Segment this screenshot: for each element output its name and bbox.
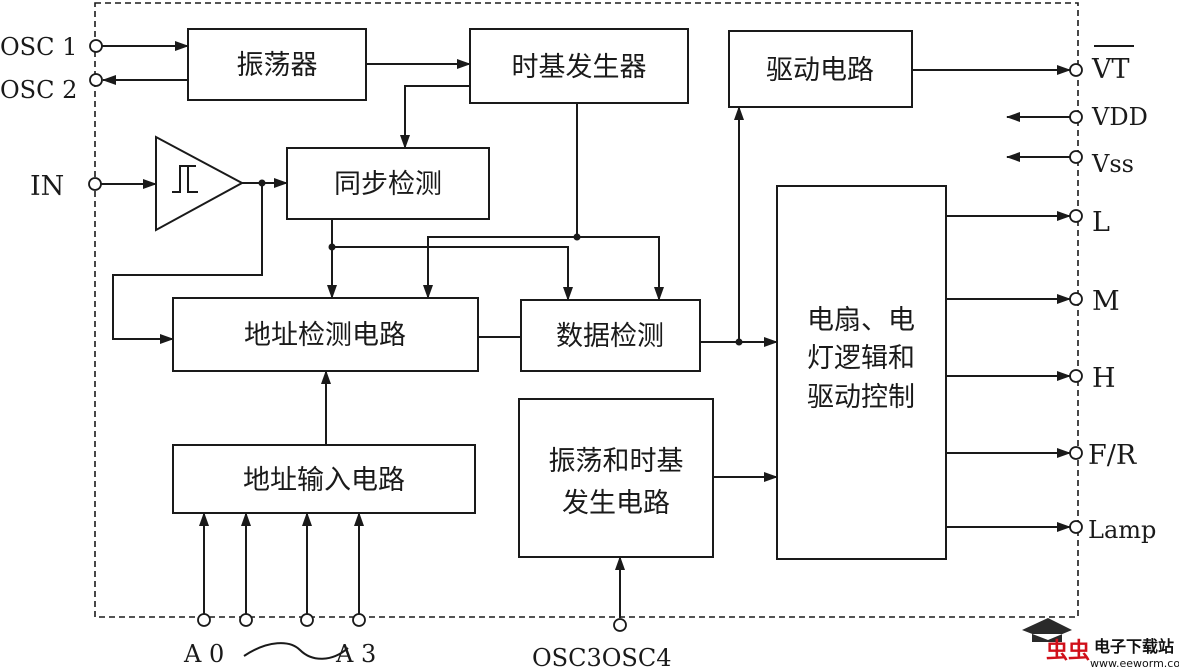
pin-label-lamp: Lamp: [1088, 516, 1156, 544]
pin-circles: [88, 39, 1083, 632]
pin-label-fr: F/R: [1088, 440, 1137, 471]
data-detect-label: 数据检测: [556, 321, 664, 352]
address-input-label: 地址输入电路: [243, 465, 405, 496]
pin-label-osc34: OSC3OSC4: [532, 644, 672, 671]
logic-label-1: 电扇、电: [807, 305, 915, 336]
watermark-logo: 虫虫: [1046, 638, 1090, 664]
logic-label-3: 驱动控制: [807, 382, 915, 413]
watermark-cap-icon: [1022, 618, 1072, 642]
watermark-url: www.eeworm.com: [1090, 657, 1179, 670]
pin-label-a0: A 0: [183, 640, 224, 668]
address-detect-label: 地址检测电路: [244, 320, 406, 351]
logic-control-block: 电扇、电 灯逻辑和 驱动控制: [776, 185, 947, 560]
timebase-block: 时基发生器: [469, 28, 689, 104]
logic-label-2: 灯逻辑和: [807, 343, 915, 374]
address-detect-block: 地址检测电路: [172, 297, 479, 372]
pin-label-vdd: VDD: [1091, 103, 1148, 131]
pin-label-vss: Vss: [1091, 150, 1134, 178]
wires: [101, 41, 1071, 660]
watermark: 虫虫 电子下载站 www.eeworm.com: [1022, 618, 1179, 670]
driver-label: 驱动电路: [766, 55, 874, 86]
oscillator-block: 振荡器: [187, 28, 367, 101]
pin-label-in: IN: [30, 171, 64, 202]
driver-block: 驱动电路: [728, 30, 913, 108]
pin-label-a3: A 3: [335, 640, 376, 668]
sync-detect-block: 同步检测: [286, 147, 490, 220]
schmitt-trigger-symbol: [155, 135, 245, 232]
data-detect-block: 数据检测: [520, 299, 701, 372]
junction-dots: [258, 179, 743, 346]
timebase-label: 时基发生器: [512, 52, 647, 83]
pin-label-osc2: OSC 2: [0, 76, 77, 104]
osc-timebase-block: 振荡和时基 发生电路: [518, 398, 714, 558]
pin-label-h: H: [1092, 363, 1116, 394]
address-input-block: 地址输入电路: [172, 444, 476, 514]
osc-timebase-label-2: 发生电路: [562, 488, 670, 519]
pin-label-m: M: [1092, 286, 1120, 317]
sync-detect-label: 同步检测: [334, 169, 442, 200]
pin-label-l: L: [1092, 207, 1110, 238]
oscillator-label: 振荡器: [237, 50, 318, 81]
pin-label-osc1: OSC 1: [0, 33, 77, 61]
osc-timebase-label-1: 振荡和时基: [549, 446, 684, 477]
watermark-title: 电子下载站: [1094, 637, 1174, 656]
chip-boundary: [94, 2, 1079, 618]
pin-label-vt: VT: [1091, 54, 1130, 85]
